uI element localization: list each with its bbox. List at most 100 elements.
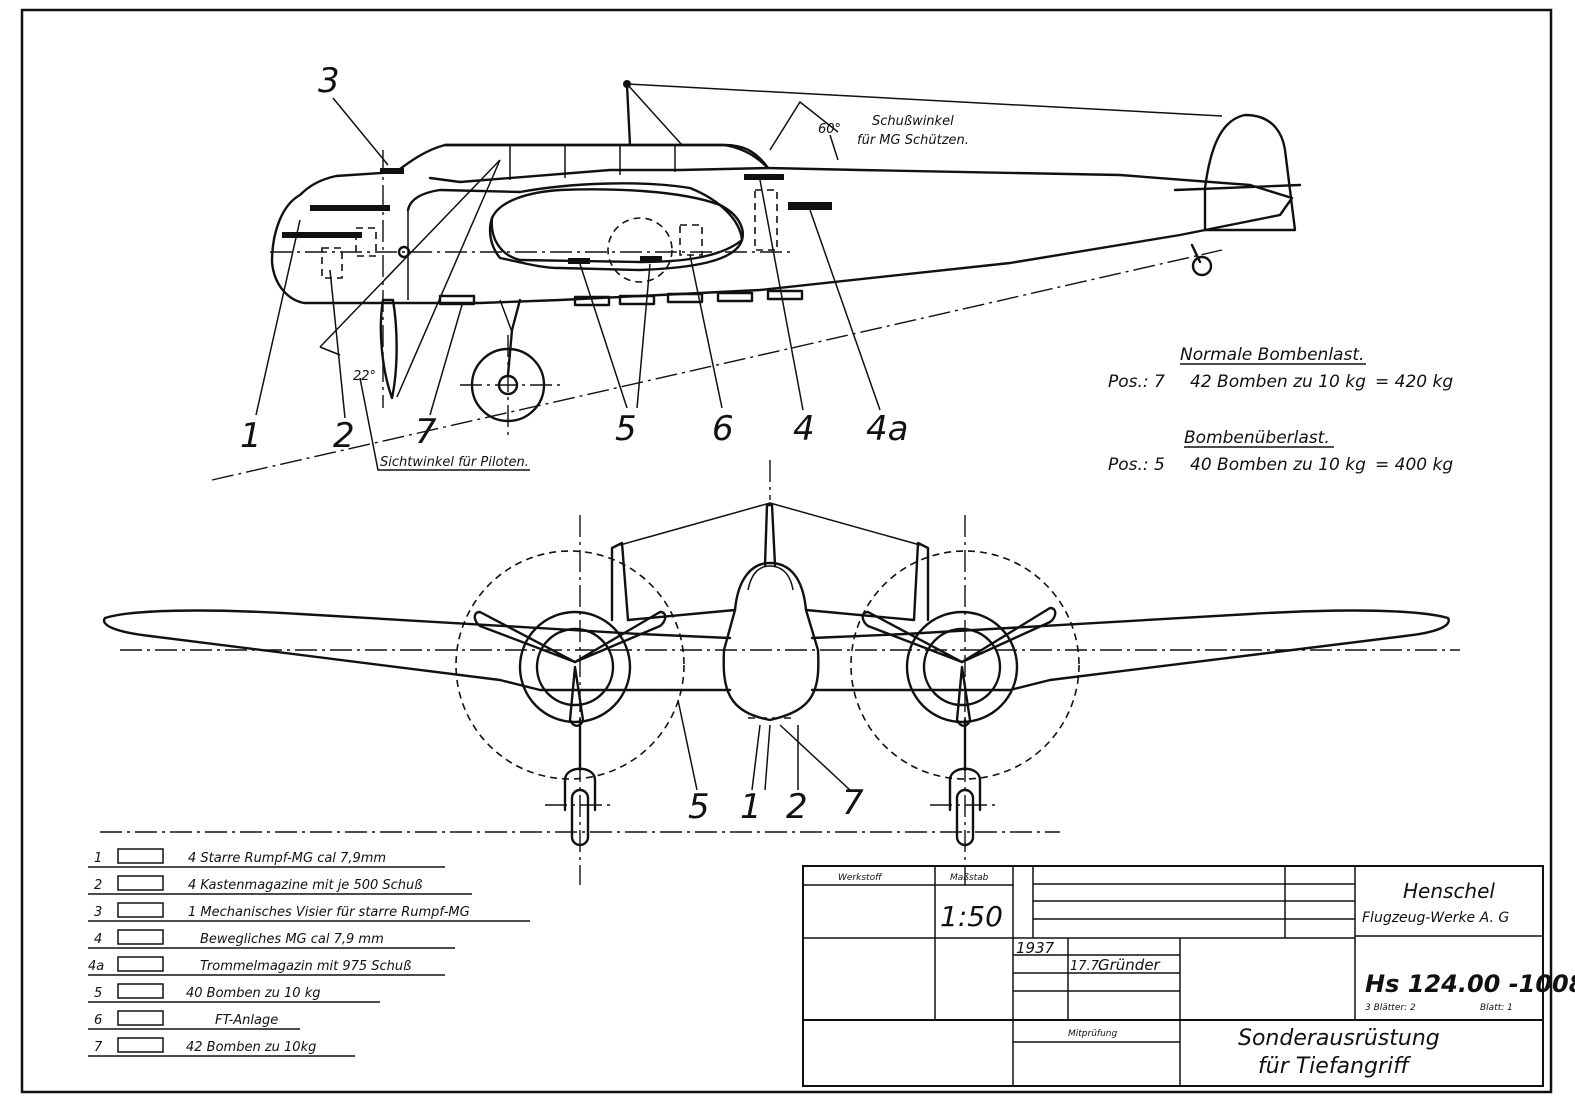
left-fin-front <box>610 541 630 622</box>
drawing-title-1: Sonderausrüstung <box>1238 1026 1440 1051</box>
left-prop-blade <box>568 665 585 727</box>
legend-row: 1 4 Starre Rumpf-MG cal 7,9mm <box>88 848 445 868</box>
legend-text: 1 Mechanisches Visier für starre Rumpf-M… <box>188 905 470 920</box>
legend-row: 4a Trommelmagazin mit 975 Schuß <box>88 956 445 976</box>
legend-text: Trommelmagazin mit 975 Schuß <box>200 959 411 974</box>
legend-num: 4a <box>88 959 104 974</box>
front-callout-7: 7 <box>842 783 864 823</box>
sheet-count: 3 Blätter: 2 <box>1365 1003 1416 1013</box>
sheet-border <box>20 8 1553 1094</box>
leader-line <box>429 304 463 416</box>
angle-60-label: 60° <box>818 122 841 137</box>
bomb <box>438 294 476 306</box>
gun-sight <box>380 168 404 174</box>
bomb <box>716 291 754 303</box>
rear-mg <box>744 174 784 180</box>
tail-fin <box>1203 113 1297 232</box>
legend-box <box>117 875 164 891</box>
antenna-wire-front <box>619 502 771 546</box>
gunner-arc-label: Schußwinkel <box>872 114 954 129</box>
right-prop-blade <box>861 610 964 664</box>
title-block-frame <box>802 865 1544 1087</box>
legend-box <box>117 1037 164 1053</box>
callout-4a: 4a <box>866 409 908 449</box>
normal-load-heading: Normale Bombenlast. <box>1180 345 1364 365</box>
leader-line <box>329 269 346 419</box>
spinner <box>397 245 411 259</box>
normal-load-pos: Pos.: 7 <box>1108 372 1165 392</box>
left-prop-blade <box>573 610 667 664</box>
front-callout-1: 1 <box>740 787 762 827</box>
right-wheel-front <box>955 788 975 847</box>
leader-line <box>779 724 851 791</box>
bomb-internal <box>568 258 590 264</box>
callout-3: 3 <box>318 61 340 101</box>
engine-nacelle <box>406 182 744 272</box>
legend-num: 6 <box>94 1013 102 1028</box>
bomb-internal <box>640 256 662 262</box>
legend-text: 40 Bomben zu 10 kg <box>186 986 320 1001</box>
legend-box <box>117 1010 164 1026</box>
side-view: 3 1 2 7 5 6 4 4a 60° Schußwinkel für MG … <box>211 61 1302 481</box>
antenna-wire <box>626 83 683 146</box>
legend-num: 3 <box>94 905 102 920</box>
gunner-angle-arrow <box>829 134 839 161</box>
ammo-box <box>321 247 343 279</box>
scale-value: 1:50 <box>940 900 1003 933</box>
gunner-arc-label: für MG Schützen. <box>857 133 969 148</box>
right-prop-blade <box>955 665 972 727</box>
legend-row: 3 1 Mechanisches Visier für starre Rumpf… <box>88 902 530 922</box>
right-prop-disc <box>850 550 1080 780</box>
right-cowling <box>905 610 1019 724</box>
over-load-heading: Bombenüberlast. <box>1184 428 1330 448</box>
legend-num: 7 <box>94 1040 103 1055</box>
tailplane-front <box>626 608 737 622</box>
over-load-qty: 40 Bomben zu 10 kg <box>1190 455 1366 475</box>
legend-row: 6 FT-Anlage <box>88 1010 300 1030</box>
pilot-view-label: Sichtwinkel für Piloten. <box>380 455 529 470</box>
right-wing <box>810 609 1450 692</box>
company-subtitle: Flugzeug-Werke A. G <box>1362 910 1509 926</box>
leader-line <box>332 97 389 166</box>
bomb-bay-outline <box>607 217 673 283</box>
year: 1937 <box>1016 939 1055 957</box>
callout-2: 2 <box>333 416 355 456</box>
front-view: 5 1 2 7 <box>100 460 1460 885</box>
right-cowling-inner <box>922 627 1002 707</box>
gear-brace <box>499 299 513 333</box>
main-gear-strut <box>506 298 522 377</box>
sheet-number: Blatt: 1 <box>1480 1003 1513 1013</box>
legend-row: 2 4 Kastenmagazine mit je 500 Schuß <box>88 875 472 895</box>
front-callout-2: 2 <box>786 787 808 827</box>
company-name: Henschel <box>1403 879 1495 903</box>
drawing-number: Hs 124.00 -1008 <box>1365 970 1575 998</box>
canopy <box>428 143 770 184</box>
over-load-pos: Pos.: 5 <box>1108 455 1165 475</box>
bomb <box>618 294 656 306</box>
legend-row: 7 42 Bomben zu 10kg <box>88 1037 355 1057</box>
legend-num: 1 <box>94 851 102 866</box>
gunner-station <box>754 189 778 251</box>
review-label: Mitprüfung <box>1068 1029 1117 1039</box>
material-label: Werkstoff <box>838 873 883 883</box>
radio-equipment <box>679 224 703 256</box>
left-prop-disc <box>455 550 685 780</box>
antenna-mast <box>625 83 632 147</box>
pilot-view-leader <box>359 377 530 471</box>
leader-line <box>764 724 771 791</box>
drawing-title-2: für Tiefangriff <box>1258 1054 1411 1079</box>
legend-text: Bewegliches MG cal 7,9 mm <box>200 932 384 947</box>
tail-wheel <box>1191 255 1213 277</box>
antenna-wire <box>626 83 1223 117</box>
antenna-wire-front <box>769 502 921 546</box>
normal-load-qty: 42 Bomben zu 10 kg <box>1190 372 1366 392</box>
legend-num: 5 <box>94 986 102 1001</box>
legend-box <box>117 956 164 972</box>
legend-row: 4 Bewegliches MG cal 7,9 mm <box>88 929 455 949</box>
callout-7: 7 <box>415 412 437 452</box>
fixed-mg-upper <box>310 205 390 211</box>
leader-line <box>751 724 761 791</box>
tailplane <box>1173 183 1302 192</box>
